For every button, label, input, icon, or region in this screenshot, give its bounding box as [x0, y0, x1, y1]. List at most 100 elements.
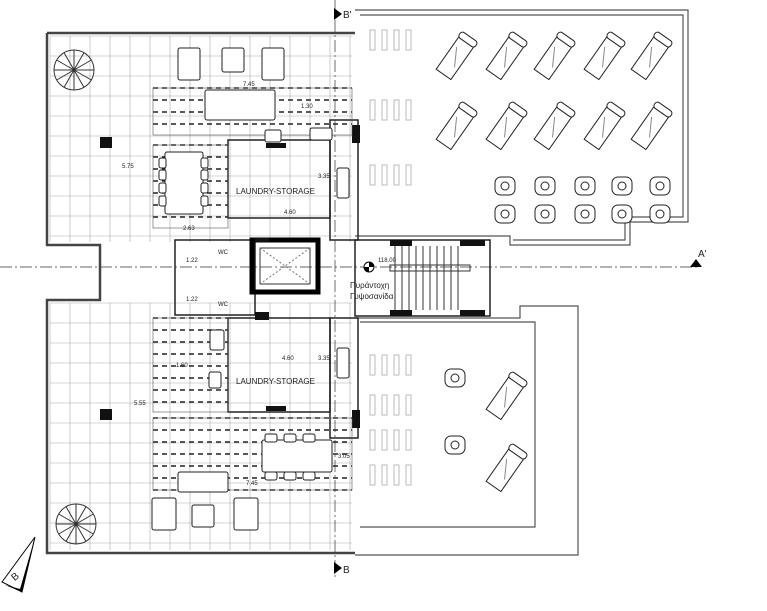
- planter-slat: [369, 29, 376, 51]
- chair: [283, 471, 297, 481]
- sunbed-pillow: [508, 371, 528, 388]
- furniture: [151, 31, 673, 531]
- core-walls: [174, 119, 491, 439]
- room-label-laundry-upper: LAUNDRY-STORAGE: [236, 187, 315, 196]
- lounge-chair-seat: [617, 181, 627, 191]
- dimension-labels: 7.45 1.30 5.75 3.35 4.60 2.63 1.22 1.22 …: [122, 82, 350, 487]
- lounge-chair-seat: [500, 209, 510, 219]
- sunbed: [583, 101, 626, 151]
- planter-slat: [393, 29, 400, 51]
- sunbed: [630, 31, 673, 81]
- sunbed-pillow: [508, 101, 528, 118]
- lounge-chair-seat: [450, 440, 460, 450]
- chair: [200, 157, 209, 169]
- pergola-frame: [152, 417, 353, 491]
- sunbed-pillow: [653, 101, 673, 118]
- dim-lower-width: 7.45: [246, 481, 258, 487]
- side-table: [191, 504, 215, 528]
- lounge-chair: [494, 204, 516, 224]
- chair: [283, 433, 297, 443]
- planter-slat: [369, 164, 376, 186]
- sunbed-pillow: [556, 31, 576, 48]
- dim-lower-table: 3.05: [338, 454, 350, 460]
- lower-right-terrace: [355, 305, 579, 556]
- sunbed-hatch: [454, 46, 458, 68]
- sunbed: [485, 31, 528, 81]
- planter-slat: [405, 429, 412, 451]
- lounge-chair: [574, 204, 596, 224]
- lounge-chair-seat: [540, 209, 550, 219]
- planter-slat: [393, 99, 400, 121]
- stair-handrail: [389, 264, 471, 272]
- sunbed-pillow: [458, 101, 478, 118]
- sunbed: [583, 31, 626, 81]
- planter-slat: [405, 164, 412, 186]
- sunbed-hatch: [504, 46, 508, 68]
- lounge-chair: [444, 435, 466, 455]
- dim-lower-counter: 1.60: [176, 363, 188, 369]
- elevator: [249, 237, 321, 295]
- columns: [100, 125, 485, 428]
- lounge-chair: [574, 176, 596, 196]
- sunbed: [435, 31, 478, 81]
- sunbed-hatch: [504, 386, 508, 408]
- room-label-wc-upper: WC: [218, 250, 229, 256]
- planter-slat: [405, 99, 412, 121]
- dim-upper-width: 7.45: [243, 82, 255, 88]
- dim-lower-depth: 5.55: [134, 401, 146, 407]
- sunbed-pillow: [458, 31, 478, 48]
- sunbed-hatch: [552, 46, 556, 68]
- lounge-chair: [649, 176, 671, 196]
- room-label-laundry-lower: LAUNDRY-STORAGE: [236, 377, 315, 386]
- marker-top-label: B': [343, 10, 352, 21]
- planter-slat: [381, 429, 388, 451]
- washer: [336, 167, 350, 199]
- planter-slat: [393, 429, 400, 451]
- sunbed-pillow: [653, 31, 673, 48]
- lounge-chair: [444, 368, 466, 388]
- sunbed-pillow: [556, 101, 576, 118]
- planter-slat: [393, 464, 400, 486]
- lounge-chair: [534, 204, 556, 224]
- north-arrow-icon: B: [1, 536, 36, 593]
- lounge-chair: [649, 204, 671, 224]
- lounge-chair: [494, 176, 516, 196]
- planter-slat: [381, 394, 388, 416]
- sunbed-pillow: [508, 443, 528, 460]
- chair: [158, 182, 167, 194]
- dim-upper-table: 2.63: [183, 226, 195, 232]
- marker-right-label: A': [698, 249, 707, 260]
- chair: [200, 195, 209, 207]
- sunbed: [533, 101, 576, 151]
- left-terrace-outline: [45, 31, 355, 555]
- lounge-chair-seat: [655, 181, 665, 191]
- planter-slat: [369, 354, 376, 376]
- lounge-chair-seat: [540, 181, 550, 191]
- spiral-stair-lower: [55, 503, 97, 545]
- side-table: [221, 47, 245, 73]
- dim-upper-laundry-h: 3.35: [318, 174, 330, 180]
- chair: [264, 433, 278, 443]
- sunbed: [485, 371, 528, 421]
- dim-upper-laundry-w: 4.60: [284, 210, 296, 216]
- lounge-chair-seat: [450, 373, 460, 383]
- pergola-frame: [152, 317, 229, 413]
- sunbed: [485, 101, 528, 151]
- planter-slat: [405, 29, 412, 51]
- lounge-chair: [611, 176, 633, 196]
- sunbed-hatch: [602, 116, 606, 138]
- chair: [200, 169, 209, 181]
- lounge-chair: [534, 176, 556, 196]
- level-marker-icon: [363, 261, 375, 273]
- planter-slat: [393, 354, 400, 376]
- sofa: [204, 89, 276, 121]
- section-marker-right: A': [690, 249, 707, 267]
- sunbed-hatch: [504, 116, 508, 138]
- cooktop: [264, 129, 282, 143]
- sunbed-hatch: [454, 116, 458, 138]
- sink: [208, 371, 222, 389]
- chair: [264, 471, 278, 481]
- level-value: 118.00: [378, 258, 397, 264]
- dim-wc-lower: 1.22: [186, 297, 198, 303]
- north-label: B: [9, 571, 21, 584]
